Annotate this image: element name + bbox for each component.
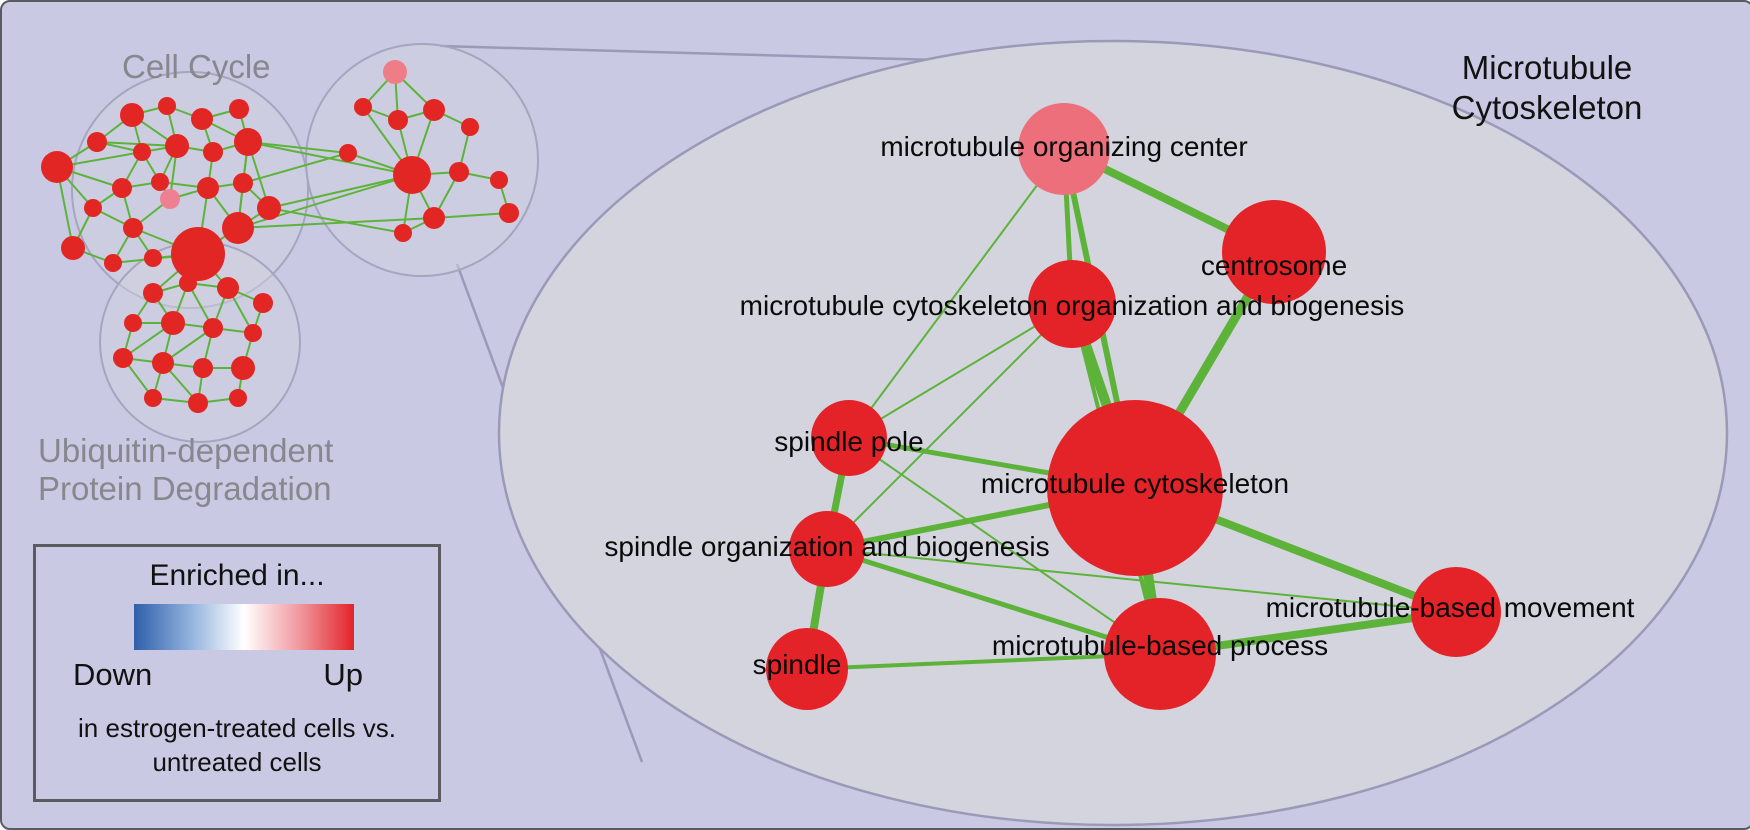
overview-node[interactable] (257, 196, 281, 220)
overview-node[interactable] (461, 118, 479, 136)
zoom-node-label-spindle: spindle (752, 649, 842, 680)
zoom-node-centrosome[interactable] (1222, 200, 1326, 304)
zoom-node-mco[interactable] (1028, 260, 1116, 348)
overview-node[interactable] (171, 227, 225, 281)
legend-up-label: Up (323, 657, 363, 692)
overview-node[interactable] (423, 207, 445, 229)
overview-node[interactable] (161, 311, 185, 335)
overview-node[interactable] (123, 218, 143, 238)
overview-node[interactable] (104, 254, 122, 272)
zoom-edge-mco-sob (826, 303, 1073, 550)
overview-node[interactable] (229, 389, 247, 407)
overview-node[interactable] (231, 356, 255, 380)
overview-node[interactable] (253, 293, 273, 313)
overview-node[interactable] (191, 108, 213, 130)
zoom-edge-spindle-pole-mbp (848, 437, 1161, 655)
zoom-edge-sob-mbm (826, 548, 1457, 613)
legend-down-label: Down (73, 657, 153, 692)
zoom-node-spindle-pole[interactable] (811, 400, 887, 476)
overview-edge (247, 141, 413, 176)
overview-node[interactable] (222, 212, 254, 244)
overview-node[interactable] (383, 60, 407, 84)
overview-edge (96, 141, 178, 147)
overview-node[interactable] (234, 128, 262, 156)
overview-node[interactable] (112, 178, 132, 198)
overview-node[interactable] (203, 318, 223, 338)
zoom-edge-spindle-mbp (805, 652, 1162, 671)
zoom-node-sob[interactable] (789, 511, 865, 587)
cluster-label-ubiquitin: Ubiquitin-dependent Protein Degradation (38, 432, 334, 508)
overview-node[interactable] (354, 98, 372, 116)
overview-node[interactable] (499, 203, 519, 223)
overview-node[interactable] (152, 352, 174, 374)
overview-node[interactable] (41, 151, 73, 183)
overview-node[interactable] (165, 134, 189, 158)
overview-node[interactable] (233, 173, 253, 193)
overview-edge (268, 174, 413, 209)
overview-node[interactable] (339, 144, 357, 162)
overview-node[interactable] (203, 142, 223, 162)
zoom-node-label-centrosome: centrosome (1200, 250, 1348, 281)
overview-node[interactable] (84, 199, 102, 217)
overview-node[interactable] (423, 99, 445, 121)
zoom-node-label-mco: microtubule cytoskeleton organization an… (739, 290, 1405, 321)
cluster-label-microtubule-cytoskeleton: Microtubule Cytoskeleton (1451, 49, 1643, 126)
overview-node[interactable] (120, 103, 144, 127)
zoom-edge-sob-mbp (824, 546, 1163, 657)
zoom-node-label-sob: spindle organization and biogenesis (604, 531, 1050, 562)
legend-gradient-bar (134, 604, 354, 650)
overview-edge (237, 217, 435, 229)
cluster-label-cell-cycle: Cell Cycle (122, 48, 271, 85)
legend-box: Enriched in... Down Up in estrogen-treat… (33, 544, 441, 802)
overview-node[interactable] (490, 171, 508, 189)
zoom-edge-moc-spindle-pole (848, 148, 1065, 439)
zoom-node-mbp[interactable] (1104, 598, 1216, 710)
overview-node[interactable] (229, 99, 249, 119)
zoom-node-label-mc: microtubule cytoskeleton (980, 468, 1290, 499)
overview-edge (247, 141, 349, 154)
overview-edge (433, 212, 510, 219)
zoom-node-mbm[interactable] (1411, 567, 1501, 657)
overview-node[interactable] (244, 324, 262, 342)
overview-node[interactable] (158, 97, 176, 115)
legend-title: Enriched in... (149, 559, 325, 592)
overview-node[interactable] (143, 283, 163, 303)
overview-node[interactable] (393, 156, 431, 194)
overview-node[interactable] (179, 274, 197, 292)
overview-node[interactable] (388, 110, 408, 130)
overview-node[interactable] (449, 162, 469, 182)
overview-node[interactable] (87, 132, 107, 152)
overview-node[interactable] (197, 177, 219, 199)
overview-node[interactable] (113, 348, 133, 368)
zoom-node-label-moc: microtubule organizing center (880, 131, 1248, 162)
overview-node[interactable] (217, 277, 239, 299)
zoom-node-label-spindle-pole: spindle pole (774, 426, 924, 457)
zoom-node-label-mbm: microtubule-based movement (1265, 592, 1635, 623)
overview-node[interactable] (394, 224, 412, 242)
zoom-node-spindle[interactable] (766, 628, 848, 710)
overview-node[interactable] (188, 393, 208, 413)
zoom-node-moc[interactable] (1018, 103, 1110, 195)
overview-node[interactable] (144, 249, 162, 267)
zoom-node-label-mbp: microtubule-based process (991, 630, 1329, 661)
legend-caption: in estrogen-treated cells vs. untreated … (78, 713, 396, 778)
overview-node[interactable] (160, 189, 180, 209)
zoom-node-mc[interactable] (1047, 400, 1223, 576)
overview-node[interactable] (193, 358, 213, 378)
overview-node[interactable] (144, 389, 162, 407)
overview-node[interactable] (133, 143, 151, 161)
overview-node[interactable] (124, 314, 142, 332)
overview-node[interactable] (61, 236, 85, 260)
overview-node[interactable] (151, 173, 169, 191)
overview-edge (268, 207, 404, 234)
